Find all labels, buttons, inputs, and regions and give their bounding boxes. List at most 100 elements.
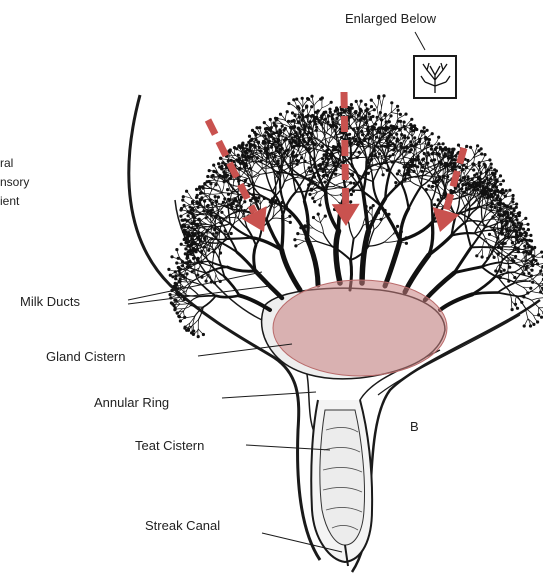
alveoli-cluster [325,163,328,166]
alveoli-cluster [451,149,454,152]
alveoli-cluster [493,229,496,232]
alveoli-cluster [418,140,421,143]
alveoli-cluster [426,129,429,132]
alveoli-cluster [405,236,408,239]
alveoli-cluster [170,255,173,258]
alveoli-cluster [395,133,398,136]
alveoli-cluster [405,146,408,149]
alveoli-cluster [409,159,412,162]
alveoli-cluster [381,127,384,130]
alveoli-cluster [427,184,430,187]
alveoli-cluster [293,114,296,117]
alveoli-cluster [213,228,216,231]
alveoli-cluster [440,162,443,165]
alveoli-cluster [411,164,414,167]
alveoli-cluster [295,134,298,137]
alveoli-cluster [279,129,282,132]
alveoli-cluster [281,125,284,128]
alveoli-cluster [193,219,196,222]
alveoli-cluster [203,245,206,248]
alveoli-cluster [196,194,199,197]
alveoli-cluster [307,148,310,151]
alveoli-cluster [377,95,380,98]
alveoli-cluster [481,255,484,258]
alveoli-cluster [329,124,332,127]
alveoli-cluster [290,120,293,123]
alveoli-cluster [233,146,236,149]
alveoli-cluster [323,153,326,156]
alveoli-cluster [375,136,378,139]
alveoli-cluster [369,154,372,157]
alveoli-cluster [312,216,315,219]
duct-branch [222,182,225,193]
alveoli-cluster [187,328,190,331]
alveoli-cluster [414,127,417,130]
alveoli-cluster [220,165,223,168]
alveoli-cluster [501,228,504,231]
alveoli-cluster [189,244,192,247]
alveoli-cluster [524,217,527,220]
alveoli-cluster [469,146,472,149]
alveoli-cluster [435,152,438,155]
alveoli-cluster [387,145,390,148]
alveoli-cluster [181,199,184,202]
alveoli-cluster [389,114,392,117]
alveoli-cluster [392,136,395,139]
alveoli-cluster [403,136,406,139]
alveoli-cluster [423,152,426,155]
alveoli-cluster [449,189,452,192]
alveoli-cluster [200,232,203,235]
alveoli-cluster [315,126,318,129]
alveoli-cluster [475,254,478,257]
alveoli-cluster [297,127,300,130]
label-streak-canal: Streak Canal [145,519,220,532]
alveoli-cluster [208,169,211,172]
duct-branch [429,223,433,255]
alveoli-cluster [382,94,385,97]
alveoli-cluster [223,176,226,179]
alveoli-cluster [246,148,249,151]
alveoli-cluster [335,106,338,109]
alveoli-cluster [307,131,310,134]
alveoli-cluster [441,149,444,152]
alveoli-cluster [354,110,357,113]
alveoli-cluster [349,200,352,203]
alveoli-cluster [422,157,425,160]
alveoli-cluster [465,166,468,169]
alveoli-cluster [251,144,254,147]
alveoli-cluster [206,175,209,178]
alveoli-cluster [483,153,486,156]
alveoli-cluster [308,193,311,196]
alveoli-cluster [508,219,511,222]
alveoli-cluster [173,304,176,307]
alveoli-cluster [180,243,183,246]
alveoli-cluster [300,119,303,122]
duct-branch [354,226,363,239]
alveoli-cluster [387,213,390,216]
alveoli-cluster [264,127,267,130]
alveoli-cluster [295,98,298,101]
alveoli-cluster [190,227,193,230]
alveoli-cluster [288,215,291,218]
alveoli-cluster [192,330,195,333]
alveoli-cluster [437,198,440,201]
alveoli-cluster [405,242,408,245]
alveoli-cluster [369,206,372,209]
alveoli-cluster [499,190,502,193]
alveoli-cluster [191,200,194,203]
alveoli-cluster [294,244,297,247]
alveoli-cluster [214,170,217,173]
inset-leader [415,32,425,50]
alveoli-cluster [500,221,503,224]
alveoli-cluster [294,155,297,158]
alveoli-cluster [519,231,522,234]
duct-branch [452,233,475,235]
alveoli-cluster [522,251,525,254]
alveoli-cluster [366,128,369,131]
duct-branch [374,220,382,230]
duct-branch [425,273,454,300]
alveoli-cluster [177,315,180,318]
alveoli-cluster [444,146,447,149]
alveoli-cluster [480,147,483,150]
duct-branch [191,306,203,308]
